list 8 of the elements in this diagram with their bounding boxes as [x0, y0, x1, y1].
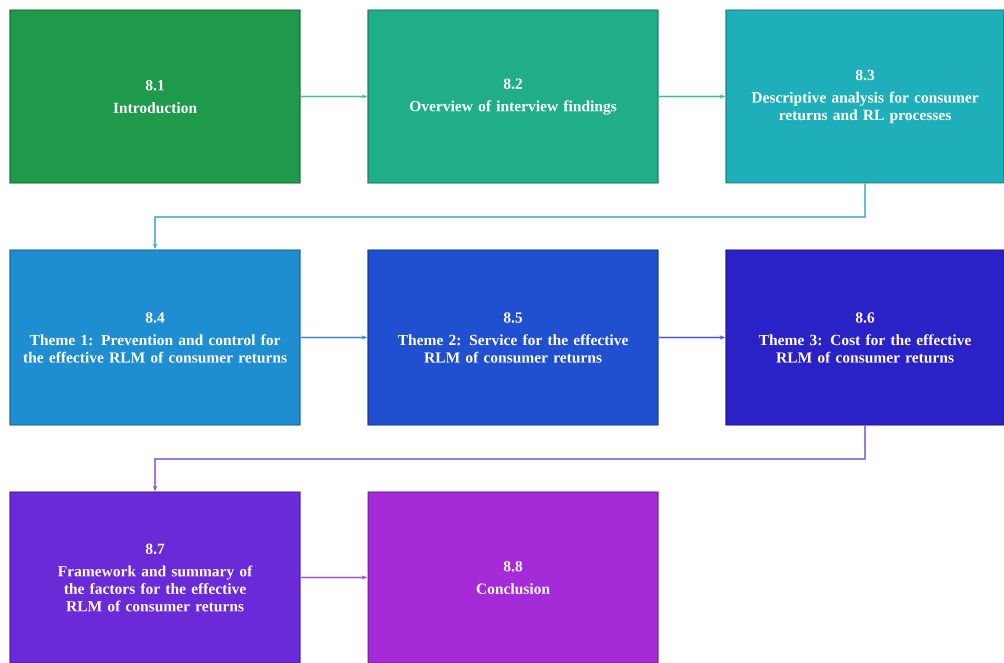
process-box: 8.5 Theme 2: Service for the effective RLM of consumer returns: [367, 249, 659, 426]
process-box: 8.1 Introduction: [9, 9, 301, 184]
process-box: 8.2 Overview of interview findings: [367, 9, 659, 184]
process-box: 8.3 Descriptive analysis for consumer returns and RL processes: [725, 9, 1004, 184]
process-box: 8.6 Theme 3: Cost for the effective RLM of consumer returns: [725, 249, 1004, 426]
process-box: 8.8 Conclusion: [367, 491, 659, 663]
process-box: 8.7 Framework and summary of the factors for the effective RLM of consumer returns: [9, 491, 301, 663]
process-box: 8.4 Theme 1: Prevention and control for the effective RLM of consumer returns: [9, 249, 301, 426]
